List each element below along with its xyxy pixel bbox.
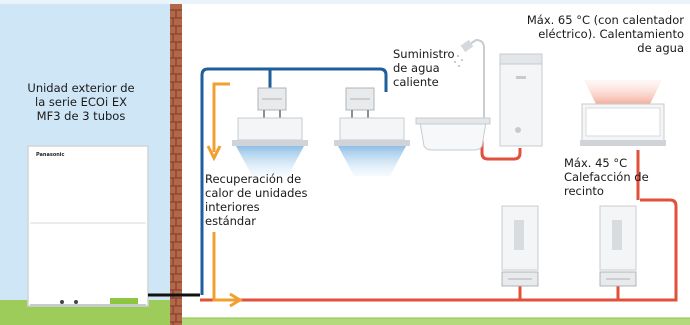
max45-line1: Máx. 45 °C	[564, 156, 628, 170]
max65-line2: eléctrico). Calentamiento	[538, 27, 684, 42]
cassette-unit-icon-2	[334, 117, 410, 176]
shower-icon	[454, 38, 485, 118]
red-pipe-tank	[480, 138, 522, 161]
max65-line1: Máx. 65 °C (con calentador	[526, 13, 684, 27]
heat-recovery-label-line1: Recuperación de	[205, 172, 302, 186]
outdoor-unit-label-line2: la serie ECOi EX	[35, 95, 127, 110]
outdoor-unit-label-line1: Unidad exterior de	[27, 81, 135, 95]
max65-line3: de agua	[637, 41, 684, 56]
bathtub-icon	[415, 117, 491, 151]
max45-line3: recinto	[564, 184, 604, 199]
hydro-module-icon-1	[501, 271, 539, 287]
heat-recovery-label: Recuperación de calor de unidades interi…	[205, 172, 308, 228]
heat-recovery-label-line2: calor de unidades	[205, 186, 308, 201]
wall-unit-icon-2	[599, 205, 637, 271]
top-strip	[0, 0, 690, 4]
indoor-floor	[175, 318, 690, 325]
brick-wall	[170, 4, 182, 325]
max45-label: Máx. 45 °C Calefacción de recinto	[564, 156, 649, 198]
max45-line2: Calefacción de	[564, 170, 649, 185]
max65-label: Máx. 65 °C (con calentador eléctrico). C…	[474, 13, 684, 55]
floor-heater-icon	[580, 80, 666, 146]
orange-flow-arrow-bottom	[212, 232, 243, 308]
pipe-connector-2	[345, 87, 375, 118]
heat-recovery-label-line4: estándar	[205, 214, 256, 229]
water-tank-icon	[499, 53, 543, 147]
wall-unit-icon-1	[501, 205, 539, 271]
pipe-connector-1	[257, 87, 287, 118]
outdoor-unit-label-line3: MF3 de 3 tubos	[36, 109, 126, 124]
brand-logo: Panasonic	[36, 152, 65, 158]
hot-water-supply-line2: de agua	[393, 61, 440, 76]
hot-water-supply-label: Suministro de agua caliente	[393, 47, 454, 89]
blue-pipe	[200, 67, 388, 295]
hot-water-supply-line3: caliente	[393, 75, 439, 90]
hot-water-supply-line1: Suministro	[393, 47, 455, 61]
heat-recovery-label-line3: interiores	[205, 200, 260, 215]
outdoor-unit-icon	[27, 145, 149, 307]
outdoor-unit-label: Unidad exterior de la serie ECOi EX MF3 …	[5, 81, 157, 123]
hydro-module-icon-2	[599, 271, 637, 287]
red-pipe	[200, 198, 678, 302]
orange-flow-arrow-top	[206, 82, 230, 162]
cassette-unit-icon-1	[232, 117, 308, 176]
